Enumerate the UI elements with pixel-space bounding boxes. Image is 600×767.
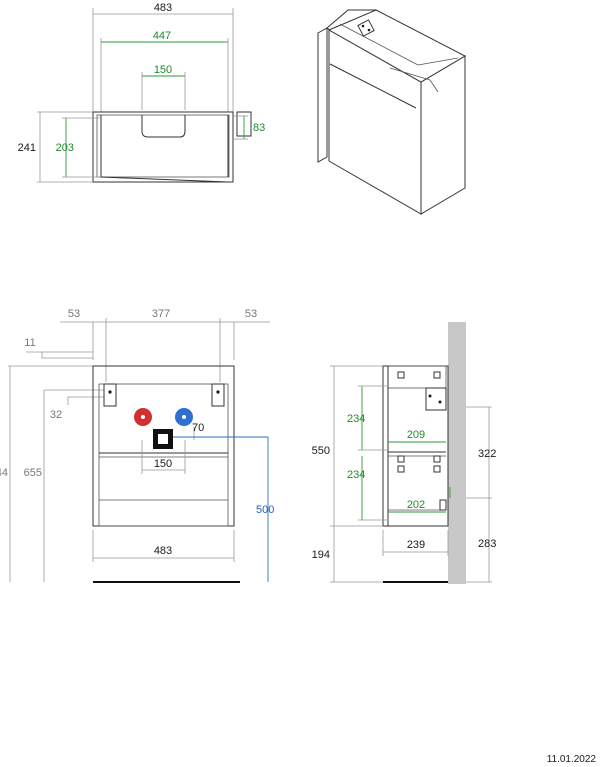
top-cutout-depth-label: 83 [253, 122, 265, 134]
top-cutout-shape [141, 115, 186, 138]
top-cutout-width-label: 150 [154, 64, 172, 76]
side-height-label: 550 [312, 445, 330, 457]
front-left-offset-label: 53 [68, 308, 80, 320]
top-cabinet-outline [92, 111, 234, 183]
side-bottom-depth-label: 202 [407, 499, 425, 511]
front-view: 53 377 53 11 744 655 32 7 [0, 308, 274, 583]
front-bottom-width-label: 483 [154, 545, 172, 557]
side-shelf-upper-label: 234 [347, 413, 365, 425]
front-center-span-label: 377 [152, 308, 170, 320]
top-inner-width-label: 447 [153, 30, 171, 42]
front-drain-width-label: 150 [154, 458, 172, 470]
isometric-view [317, 9, 467, 215]
top-inner-depth-label: 203 [56, 142, 74, 154]
iso-side-panel [420, 55, 466, 215]
side-base-depth-label: 239 [407, 539, 425, 551]
front-total-height-label: 744 [0, 467, 8, 479]
front-body-height-label: 655 [24, 467, 42, 479]
side-wall-lower-label: 283 [478, 538, 496, 550]
front-top-gap-label: 11 [24, 337, 35, 349]
front-bracket-right [211, 383, 225, 407]
front-drain-height-label: 500 [256, 504, 274, 516]
side-view: 550 194 234 234 209 202 239 322 283 [312, 322, 496, 584]
top-overall-width-label: 483 [154, 2, 172, 14]
drawing-date: 11.01.2022 [547, 754, 597, 765]
front-bracket-left [103, 383, 117, 407]
side-wall-upper-label: 322 [478, 448, 496, 460]
side-wall [448, 322, 466, 584]
side-shelf-lower-label: 234 [347, 469, 365, 481]
top-overall-depth-label: 241 [18, 142, 36, 154]
front-pipe-spacing-label: 70 [192, 422, 204, 434]
front-right-offset-label: 53 [245, 308, 257, 320]
top-view: 483 447 150 241 203 83 [18, 2, 265, 183]
front-mount-offset-label: 32 [50, 409, 62, 421]
side-shelf-depth-label: 209 [407, 429, 425, 441]
side-floor-gap-label: 194 [312, 549, 330, 561]
